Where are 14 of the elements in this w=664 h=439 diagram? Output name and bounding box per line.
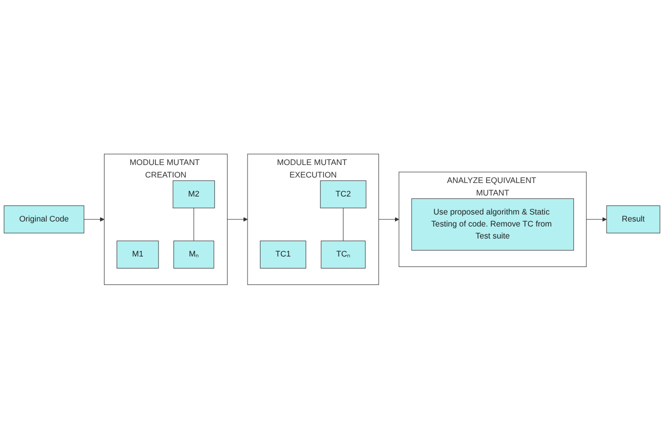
node-box: TC2 [320, 180, 366, 208]
arrow [227, 217, 248, 222]
arrow [586, 217, 607, 222]
node-box: Use proposed algorithm & Static Testing of code. Remove TC from Test suite [411, 198, 574, 251]
node-box: Original Code [4, 206, 84, 234]
node-box: M1 [116, 240, 159, 269]
arrow [378, 217, 400, 222]
arrow [84, 217, 104, 222]
node-box: TCₙ [320, 240, 366, 269]
node-box: Mₙ [173, 240, 214, 269]
node-box: M2 [172, 180, 215, 208]
node-box: Result [606, 206, 660, 234]
node-box: TC1 [260, 240, 306, 269]
connector [342, 208, 344, 242]
